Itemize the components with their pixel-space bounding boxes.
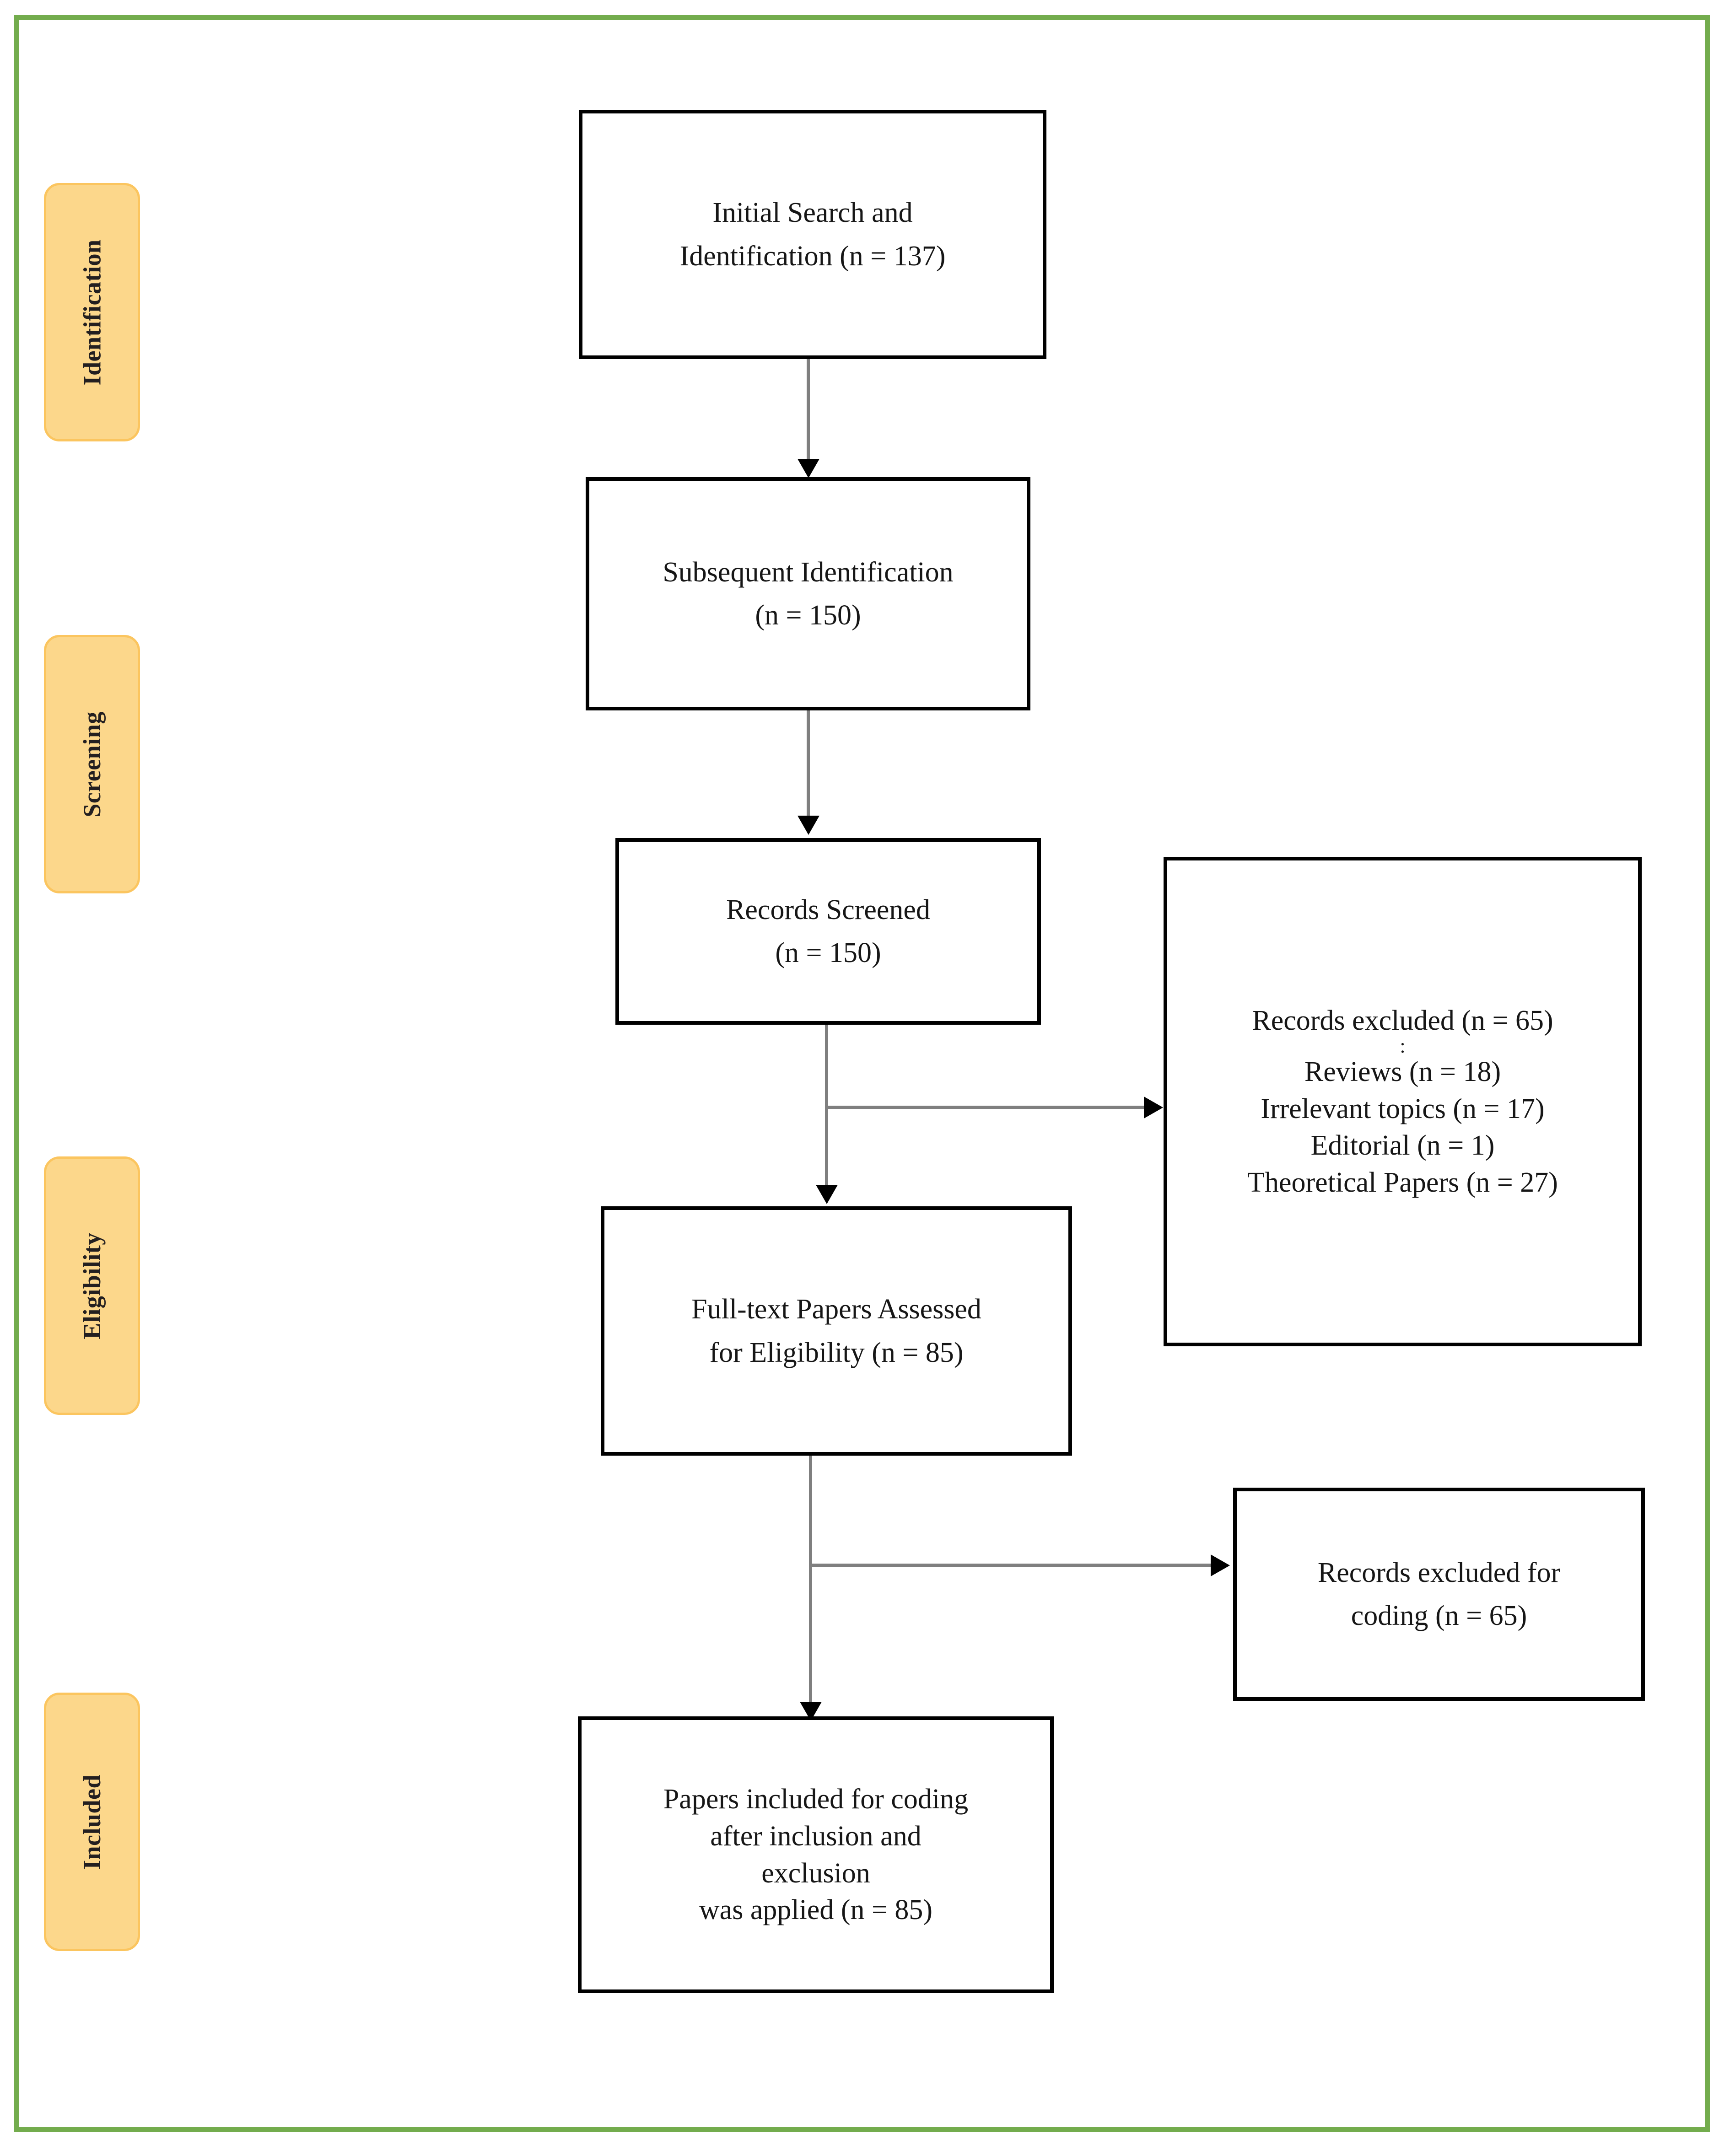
box-records-screened: Records Screened (n = 150) (615, 838, 1041, 1025)
stage-tab-screening: Screening (44, 635, 140, 893)
box-initial-search-line-1: Initial Search and (712, 197, 913, 229)
box-papers-included-line-3: exclusion (761, 1857, 870, 1889)
stage-tab-eligibility: Eligibility (44, 1156, 140, 1415)
box-full-text-assessed-line-2: for Eligibility (n = 85) (709, 1337, 964, 1368)
box-papers-included-line-4: was applied (n = 85) (699, 1894, 933, 1926)
box-records-excluded-coding-line-1: Records excluded for (1317, 1557, 1561, 1588)
arrowhead-subsequent-to-screened (798, 816, 819, 835)
box-records-screened-line-1: Records Screened (726, 894, 930, 925)
connector-screened-to-excluded (825, 1106, 1148, 1109)
box-papers-included-line-1: Papers included for coding (663, 1784, 969, 1815)
connector-initial-to-subsequent (807, 359, 810, 463)
box-full-text-assessed-line-1: Full-text Papers Assessed (691, 1294, 981, 1325)
box-records-excluded-line-2: Reviews (n = 18) (1304, 1056, 1501, 1087)
arrowhead-screened-to-fulltext (816, 1185, 838, 1204)
stage-tab-label-screening: Screening (78, 711, 106, 817)
box-initial-search: Initial Search and Identification (n = 1… (579, 110, 1046, 359)
connector-screened-to-fulltext (825, 1025, 828, 1196)
stage-tab-label-included: Included (78, 1774, 106, 1870)
arrowhead-initial-to-subsequent (798, 459, 819, 478)
stage-tab-included: Included (44, 1693, 140, 1951)
stage-tab-label-identification: Identification (78, 239, 106, 386)
box-papers-included: Papers included for coding after inclusi… (578, 1716, 1054, 1993)
box-records-excluded-coding: Records excluded for coding (n = 65) (1233, 1488, 1645, 1701)
connector-fulltext-to-included (809, 1456, 812, 1714)
box-subsequent-identification-line-1: Subsequent Identification (663, 556, 954, 588)
box-subsequent-identification: Subsequent Identification (n = 150) (586, 477, 1030, 710)
arrowhead-fulltext-to-excluded-coding (1211, 1554, 1230, 1576)
box-records-excluded: Records excluded (n = 65) : Reviews (n =… (1164, 857, 1642, 1346)
box-initial-search-line-2: Identification (n = 137) (679, 240, 946, 272)
box-records-excluded-line-4: Editorial (n = 1) (1310, 1130, 1495, 1161)
box-full-text-assessed: Full-text Papers Assessed for Eligibilit… (601, 1206, 1072, 1456)
box-records-excluded-line-1: Records excluded (n = 65) (1252, 1005, 1553, 1036)
box-records-excluded-colon: : (1400, 1035, 1406, 1058)
arrowhead-screened-to-excluded (1144, 1097, 1163, 1118)
connector-fulltext-to-excluded-coding (809, 1564, 1215, 1567)
stage-tab-identification: Identification (44, 183, 140, 441)
box-subsequent-identification-line-2: (n = 150) (755, 600, 861, 631)
figure-border (14, 15, 1710, 2132)
connector-subsequent-to-screened (807, 710, 810, 820)
box-records-excluded-line-5: Theoretical Papers (n = 27) (1247, 1167, 1558, 1198)
stage-tab-label-eligibility: Eligibility (78, 1232, 106, 1339)
box-records-screened-line-2: (n = 150) (775, 937, 881, 968)
box-records-excluded-coding-line-2: coding (n = 65) (1351, 1600, 1527, 1631)
box-papers-included-line-2: after inclusion and (710, 1820, 922, 1852)
box-records-excluded-line-3: Irrelevant topics (n = 17) (1261, 1093, 1545, 1124)
